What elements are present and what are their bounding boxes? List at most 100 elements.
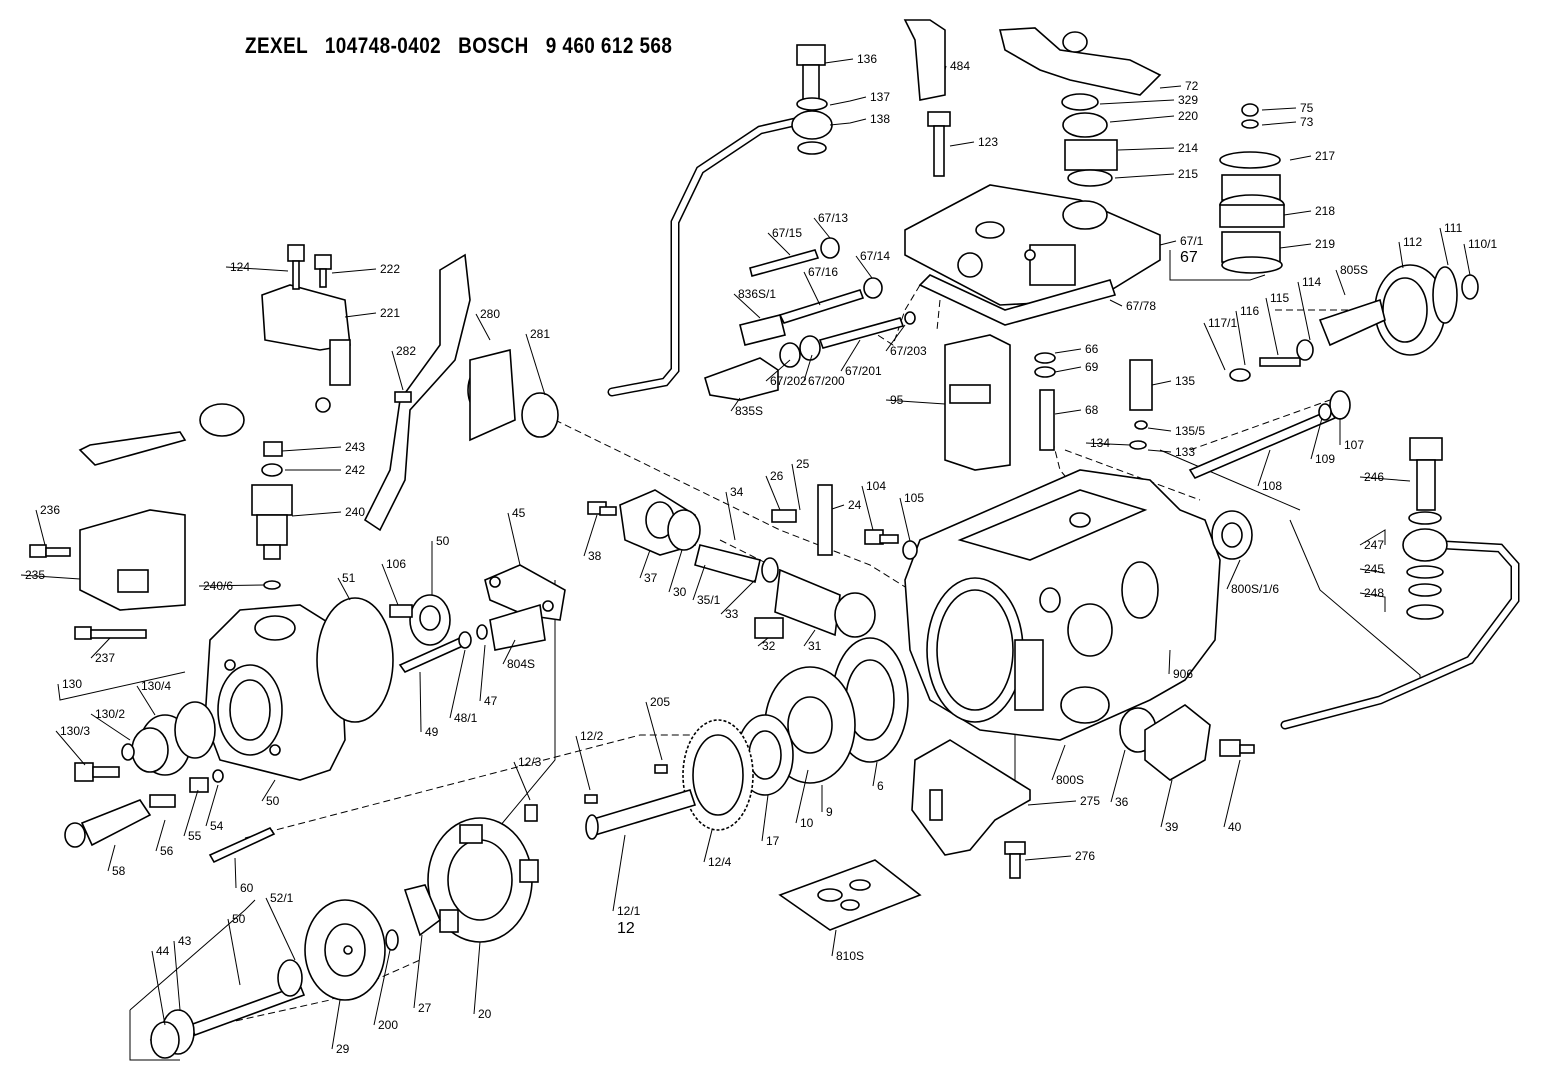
leader-line <box>757 637 769 647</box>
leader-line <box>1235 310 1246 366</box>
leader-line <box>1147 449 1172 453</box>
leader-line <box>1085 442 1131 446</box>
timer-spring-34 <box>694 544 779 583</box>
leader-line <box>824 58 854 64</box>
coupling-27 <box>403 884 441 937</box>
part-label: 135/5 <box>1175 424 1205 438</box>
leader-line <box>761 794 769 842</box>
leader-line <box>261 779 276 802</box>
part-label: 282 <box>396 344 416 358</box>
part-label: 242 <box>345 463 365 477</box>
part-label: 12/1 <box>617 904 641 918</box>
leader-line <box>1109 115 1175 123</box>
part-label: 214 <box>1178 141 1198 155</box>
leader-line <box>829 96 867 106</box>
leader-line <box>107 844 116 872</box>
leader-line <box>1257 449 1271 487</box>
leader-line <box>227 918 241 986</box>
part-label: 800S <box>1056 773 1084 787</box>
part-label: 31 <box>808 639 822 653</box>
screw-124 <box>287 244 305 290</box>
leader-line <box>173 940 181 1011</box>
part-label: 72 <box>1185 79 1199 93</box>
part-label: 235 <box>25 568 45 582</box>
leader-line <box>1335 269 1346 296</box>
spring-804s <box>489 603 546 651</box>
leader-line <box>703 829 713 863</box>
leader-line <box>831 929 837 957</box>
leader-line <box>612 834 626 912</box>
screw-276 <box>1004 841 1026 879</box>
leader-line <box>1359 529 1386 546</box>
leader-line <box>765 475 781 511</box>
screw-282 <box>394 391 412 403</box>
part-label: 248 <box>1364 586 1384 600</box>
leader-line <box>413 934 423 1009</box>
part-label: 115 <box>1270 291 1289 305</box>
part-label: 800S/1/6 <box>1231 582 1279 596</box>
part-label: 124 <box>230 260 250 274</box>
part-label: 205 <box>650 695 670 709</box>
diagram-header: ZEXEL 104748-0402 BOSCH 9 460 612 568 <box>245 33 672 59</box>
gear-12-4 <box>682 719 754 831</box>
leader-line <box>1114 173 1175 179</box>
roller-ring-20 <box>427 817 539 943</box>
leader-line <box>1109 299 1123 307</box>
gasket-kit-810s <box>778 859 922 931</box>
part-label: 44 <box>156 944 170 958</box>
part-label: 130/3 <box>60 724 90 738</box>
leader-line <box>90 713 131 741</box>
leader-line <box>733 293 761 319</box>
part-label: 29 <box>336 1042 350 1056</box>
leader-line <box>1054 409 1082 415</box>
leader-line <box>803 354 813 382</box>
part-label: 135 <box>1175 374 1195 388</box>
part-label: 246 <box>1364 470 1384 484</box>
part-label: 112 <box>1403 235 1422 249</box>
part-label: 25 <box>796 457 810 471</box>
part-label: 33 <box>725 607 739 621</box>
part-label: 247 <box>1364 538 1384 552</box>
part-label: 69 <box>1085 360 1099 374</box>
flyweight-gear-112 <box>1229 264 1479 382</box>
leader-line <box>507 512 521 566</box>
screw-106 <box>389 604 413 618</box>
nut-67-13 <box>820 237 840 259</box>
part-label: 217 <box>1315 149 1335 163</box>
drive-shaft <box>585 789 697 840</box>
leader-line <box>331 268 377 274</box>
screw-222 <box>314 254 332 288</box>
part-label: 105 <box>904 491 924 505</box>
part-label: 221 <box>380 306 400 320</box>
return-pipe-left <box>607 117 800 397</box>
leader-line <box>151 950 166 1026</box>
leader-line <box>20 574 81 580</box>
part-label: 810S <box>836 949 864 963</box>
part-label: 12 <box>617 920 635 937</box>
leader-line <box>855 255 873 279</box>
pin-24 <box>817 484 833 556</box>
leader-line <box>475 313 491 341</box>
o-ring-51 <box>316 597 394 723</box>
leader-line <box>1261 121 1297 126</box>
part-label: 104 <box>866 479 886 493</box>
part-label: 114 <box>1302 275 1321 289</box>
leader-line <box>331 999 341 1050</box>
control-lever-top <box>998 27 1162 187</box>
leader-line <box>861 485 874 531</box>
leader-line <box>473 941 481 1015</box>
part-label: 67/203 <box>890 344 927 358</box>
leader-line <box>1310 417 1323 460</box>
solenoid-240 <box>251 441 293 590</box>
part-label: 117/1 <box>1208 316 1237 330</box>
part-label: 236 <box>40 503 60 517</box>
leader-line <box>885 324 906 352</box>
governor-cover <box>904 184 1161 326</box>
leader-line <box>1359 476 1411 482</box>
part-label: 60 <box>240 881 254 895</box>
o-ring-30 <box>667 509 701 551</box>
pin-26 <box>771 509 797 523</box>
leader-line <box>872 761 878 787</box>
part-label: 20 <box>478 1007 492 1021</box>
